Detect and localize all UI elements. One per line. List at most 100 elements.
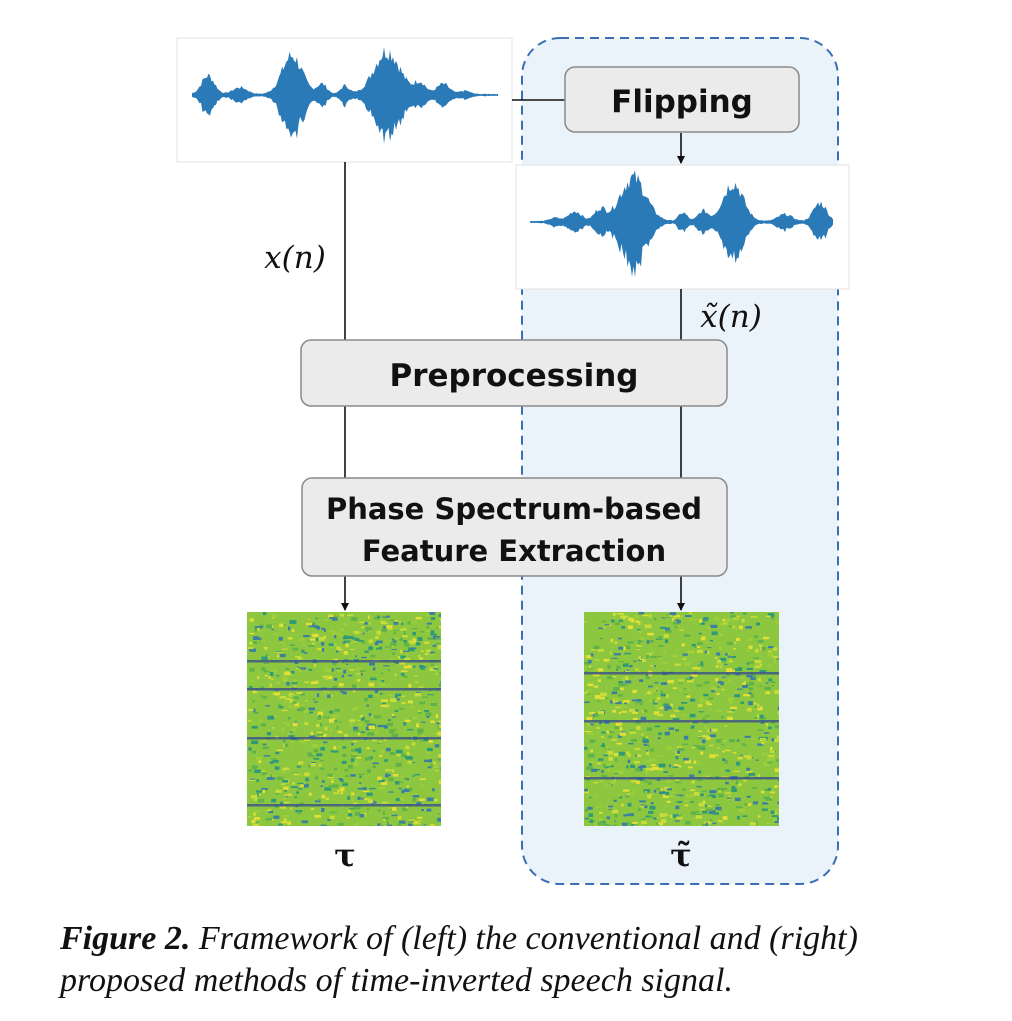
- spectrogram-cell: [365, 757, 372, 761]
- spectrogram-cell: [248, 648, 255, 651]
- spectrogram-cell: [352, 688, 356, 693]
- spectrogram-cell: [614, 758, 618, 762]
- spectrogram-cell: [435, 673, 439, 675]
- spectrogram-cell: [281, 642, 284, 644]
- spectrogram-cell: [300, 692, 305, 696]
- spectrogram-cell: [299, 802, 304, 805]
- spectrogram-cell: [690, 674, 698, 677]
- spectrogram-cell: [585, 655, 592, 659]
- spectrogram-cell: [597, 679, 601, 682]
- spectrogram-cell: [437, 813, 441, 815]
- spectrogram-cell: [346, 663, 349, 665]
- spectrogram-cell: [316, 753, 323, 757]
- spectrogram-cell: [603, 658, 610, 662]
- spectrogram-cell: [258, 766, 261, 770]
- spectrogram-cell: [359, 640, 364, 642]
- spectrogram-cell: [367, 732, 375, 736]
- spectrogram-cell: [367, 769, 371, 773]
- spectrogram-cell: [690, 618, 697, 621]
- spectrogram-cell: [599, 811, 603, 814]
- spectrogram-cell: [774, 774, 779, 779]
- spectrogram-cell: [406, 756, 413, 760]
- spectrogram-cell: [438, 615, 441, 620]
- spectrogram-cell: [380, 683, 386, 687]
- spectrogram-cell: [385, 646, 392, 648]
- spectrogram-band: [247, 660, 441, 663]
- spectrogram-cell: [641, 820, 647, 824]
- spectrogram-cell: [410, 788, 413, 790]
- spectrogram-cell: [669, 814, 673, 818]
- spectrogram-cell: [309, 735, 316, 738]
- spectrogram-cell: [315, 723, 321, 728]
- spectrogram-cell: [705, 714, 710, 716]
- spectrogram-cell: [719, 657, 727, 662]
- spectrogram-cell: [715, 664, 719, 668]
- spectrogram-cell: [279, 653, 286, 658]
- spectrogram-cell: [658, 763, 665, 768]
- spectrogram-cell: [414, 681, 419, 683]
- spectrogram-cell: [584, 746, 588, 750]
- spectrogram-cell: [291, 682, 298, 685]
- spectrogram-cell: [368, 639, 373, 643]
- spectrogram-cell: [668, 774, 674, 777]
- spectrogram-cell: [248, 747, 252, 751]
- spectrogram-cell: [628, 617, 633, 621]
- spectrogram-cell: [588, 761, 596, 763]
- flipping-label: Flipping: [611, 84, 753, 120]
- spectrogram-cell: [337, 790, 341, 792]
- spectrogram-cell: [703, 617, 708, 622]
- spectrogram-cell: [412, 638, 416, 642]
- spectrogram-cell: [774, 659, 777, 664]
- spectrogram-cell: [271, 614, 278, 618]
- spectrogram-cell: [593, 645, 600, 650]
- spectrogram-cell: [386, 744, 389, 747]
- spectrogram-cell: [621, 803, 624, 807]
- spectrogram-cell: [657, 707, 664, 710]
- spectrogram-cell: [590, 653, 594, 657]
- spectrogram-cell: [743, 694, 750, 697]
- spectrogram-cell: [668, 727, 674, 730]
- spectrogram-cell: [391, 649, 397, 650]
- spectrogram-cell: [614, 814, 618, 818]
- spectrogram-cell: [674, 796, 677, 798]
- spectrogram-cell: [331, 668, 334, 672]
- spectrogram-cell: [254, 798, 257, 801]
- spectrogram-cell: [390, 642, 397, 646]
- spectrogram-cell: [656, 696, 661, 700]
- spectrogram-cell: [774, 768, 779, 772]
- spectrogram-cell: [261, 772, 267, 776]
- spectrogram-cell: [659, 813, 667, 817]
- spectrogram-cell: [616, 669, 619, 671]
- spectrogram-cell: [279, 706, 284, 709]
- spectrogram-cell: [594, 713, 599, 717]
- spectrogram-cell: [625, 676, 629, 681]
- spectrogram-cell: [765, 682, 769, 684]
- spectrogram-cell: [301, 616, 305, 618]
- spectrogram-cell: [728, 678, 731, 683]
- spectrogram-cell: [712, 812, 719, 815]
- spectrogram-cell: [601, 770, 604, 773]
- spectrogram-cell: [731, 786, 736, 789]
- spectrogram-cell: [735, 627, 737, 631]
- spectrogram-cell: [696, 786, 702, 788]
- spectrogram-cell: [641, 733, 644, 736]
- spectrogram-cell: [255, 756, 263, 761]
- spectrogram-cell: [294, 656, 301, 658]
- spectrogram-cell: [298, 761, 304, 765]
- spectrogram-cell: [383, 626, 386, 629]
- spectrogram-cell: [677, 746, 683, 748]
- spectrogram-band: [584, 672, 779, 675]
- spectrogram-cell: [372, 667, 376, 671]
- spectrogram-cell: [350, 758, 355, 763]
- spectrogram-cell: [675, 756, 679, 760]
- spectrogram-cell: [399, 797, 404, 801]
- spectrogram-cell: [303, 652, 308, 654]
- spectrogram-cell: [674, 780, 681, 784]
- spectrogram-cell: [322, 619, 329, 621]
- spectrogram-cell: [674, 764, 679, 768]
- spectrogram-cell: [254, 817, 260, 820]
- spectrogram-cell: [412, 797, 417, 802]
- spectrogram-cell: [346, 816, 350, 819]
- spectrogram-cell: [753, 702, 757, 705]
- spectrogram-cell: [423, 642, 430, 644]
